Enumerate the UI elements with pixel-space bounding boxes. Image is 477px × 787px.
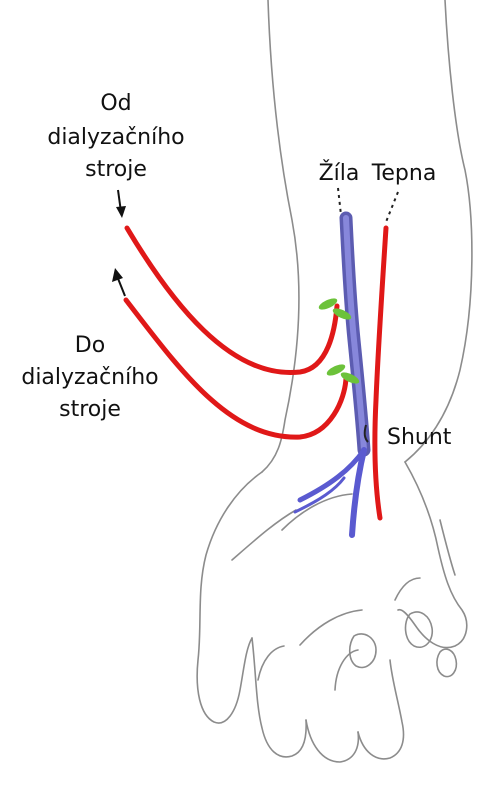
label-from-machine-line2: dialyzačního [47,125,184,150]
label-to-machine-line1: Do [75,333,105,358]
label-to-machine: Do dialyzačního stroje [21,333,158,422]
label-to-machine-line2: dialyzačního [21,365,158,390]
label-to-machine-line3: stroje [59,397,121,422]
label-from-machine-line3: stroje [85,157,147,182]
label-vein: Žíla [319,160,360,186]
fingernail-ring [437,649,456,676]
label-artery: Tepna [371,161,437,186]
arm-outline [197,0,472,762]
arrow-to-machine [112,268,125,296]
artery-leader [386,192,398,222]
label-from-machine-line1: Od [100,91,131,116]
label-from-machine: Od dialyzačního stroje [47,91,184,182]
label-shunt: Shunt [387,425,452,450]
vein-leader [338,188,341,215]
arrow-from-machine [116,190,126,218]
artery [375,228,386,518]
tube-from-machine [127,228,337,373]
